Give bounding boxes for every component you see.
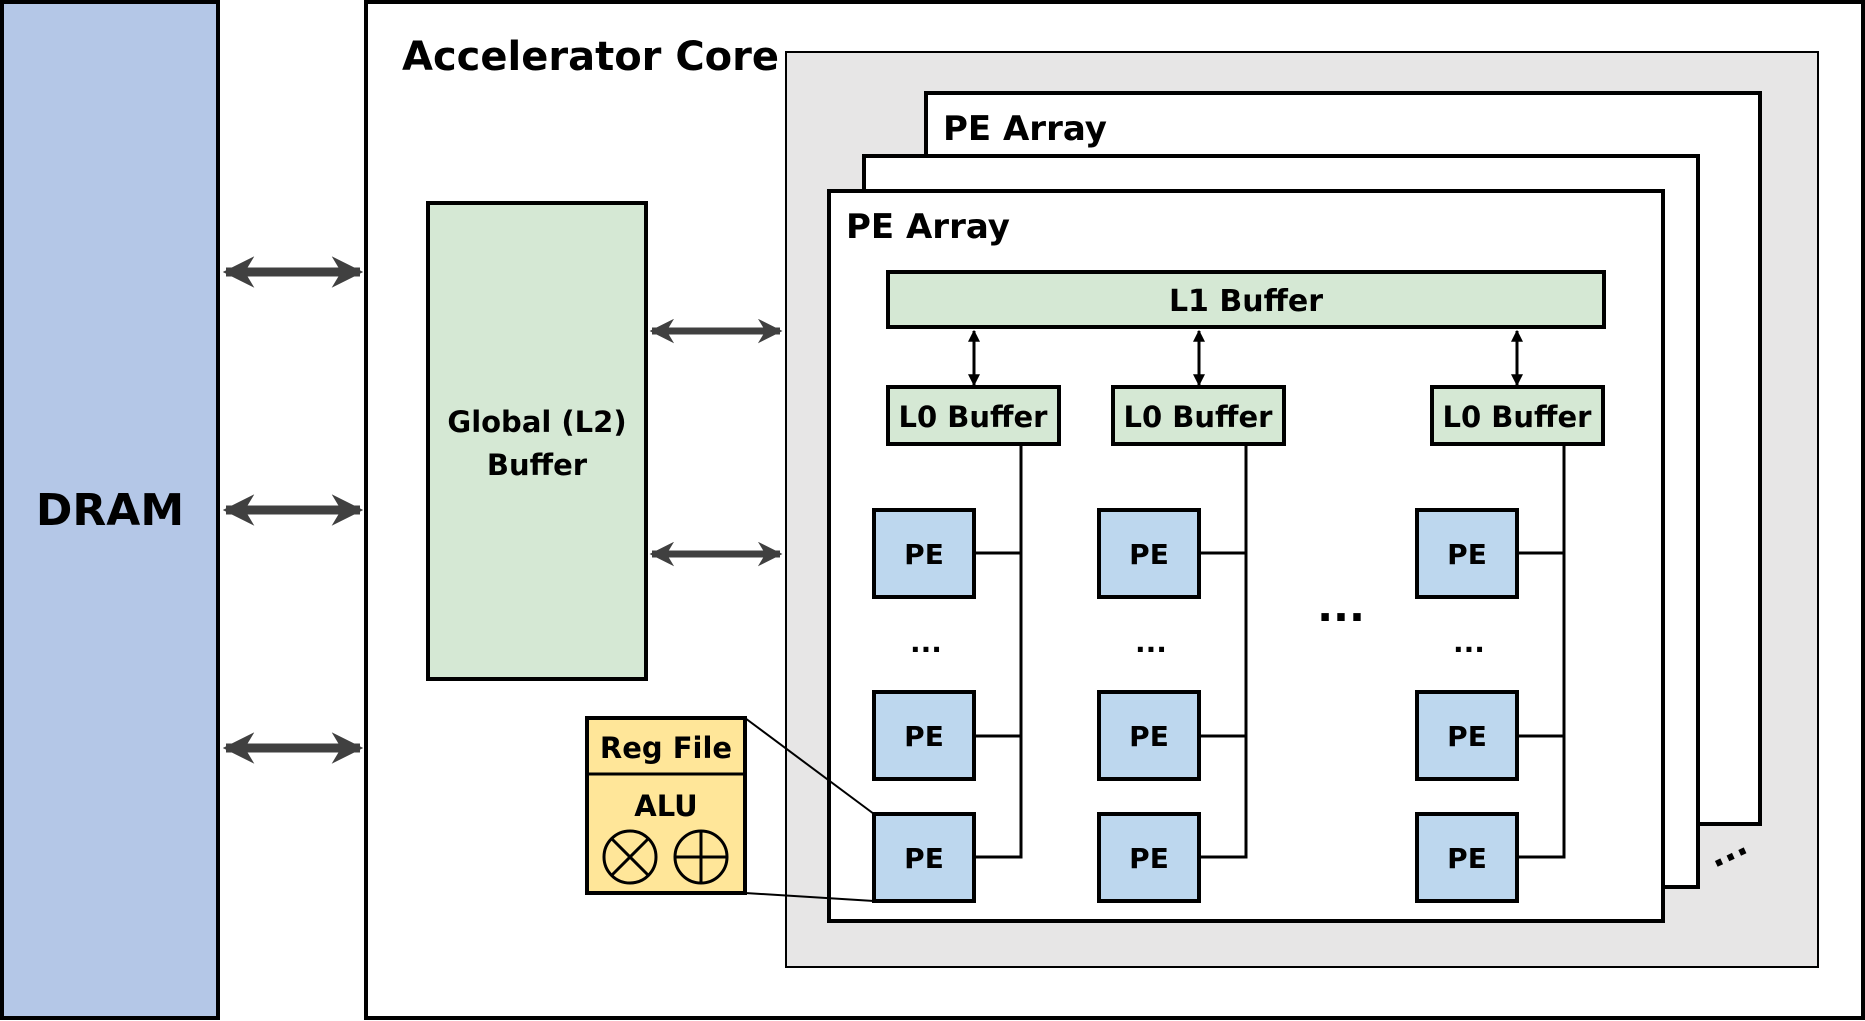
pe-2-1 [1097,508,1201,599]
global-buffer: Global (L2) Buffer [426,201,648,681]
pe-2-3 [1097,812,1201,903]
pe-1-2 [872,690,976,781]
pe-1-1-label: PE [904,538,944,571]
pe-3-3-label: PE [1447,842,1487,875]
core-title: Accelerator Core [402,34,779,80]
column-3-bus [1517,446,1566,859]
pe-2-3-label: PE [1129,842,1169,875]
column-2-ellipsis: ... [1135,626,1167,659]
pe-2-1-label: PE [1129,538,1169,571]
reg-file-label: Reg File [600,731,732,765]
multiply-icon [602,829,658,885]
pe-array-front-title: PE Array [846,207,1010,247]
l0-buffer-2-label: L0 Buffer [1124,400,1274,434]
pe-column-3: L0 Buffer PE ... PE PE [1415,385,1605,903]
pe-2-2 [1097,690,1201,781]
dram-box [0,0,220,1020]
l0-buffer-2-box [1111,385,1286,446]
l0-buffer-1-box [886,385,1061,446]
l0-buffer-3-box [1430,385,1605,446]
global-buffer-label-line2: Buffer [487,448,588,482]
pe-3-1-label: PE [1447,538,1487,571]
pe-3-2-label: PE [1447,720,1487,753]
callout-line-top [744,717,875,815]
global-buffer-box [426,201,648,681]
l0-buffer-3-label: L0 Buffer [1443,400,1593,434]
pe-1-3-label: PE [904,842,944,875]
pe-3-2 [1415,690,1519,781]
l0-buffer-1-label: L0 Buffer [899,400,1049,434]
pe-1-3 [872,812,976,903]
pe-column-2: L0 Buffer PE ... PE PE [1097,385,1286,903]
between-columns-ellipsis: ... [1317,582,1365,631]
pe-detail-callout: Reg File ALU [585,716,875,902]
l1-buffer: L1 Buffer [886,270,1606,329]
add-icon [673,829,729,885]
pe-1-1 [872,508,976,599]
pe-1-2-label: PE [904,720,944,753]
pe-column-1: L0 Buffer PE ... PE PE [872,385,1061,903]
l2-pe-array-arrows [649,318,783,567]
column-3-ellipsis: ... [1453,626,1485,659]
alu-label: ALU [634,789,697,823]
column-1-ellipsis: ... [910,626,942,659]
pe-array-back-title: PE Array [943,109,1107,149]
dram-core-arrows [222,256,364,764]
global-buffer-label-line1: Global (L2) [447,405,626,439]
pe-detail-box [585,716,747,895]
dram-label: DRAM [36,485,184,536]
column-2-bus [1199,446,1248,859]
pe-3-1 [1415,508,1519,599]
callout-line-bottom [744,892,875,902]
l1-l0-arrows [968,329,1523,387]
column-1-bus [974,446,1023,859]
l1-buffer-box [886,270,1606,329]
l1-buffer-label: L1 Buffer [1169,284,1323,319]
pe-3-3 [1415,812,1519,903]
pe-2-2-label: PE [1129,720,1169,753]
dram-block: DRAM [0,0,220,1020]
